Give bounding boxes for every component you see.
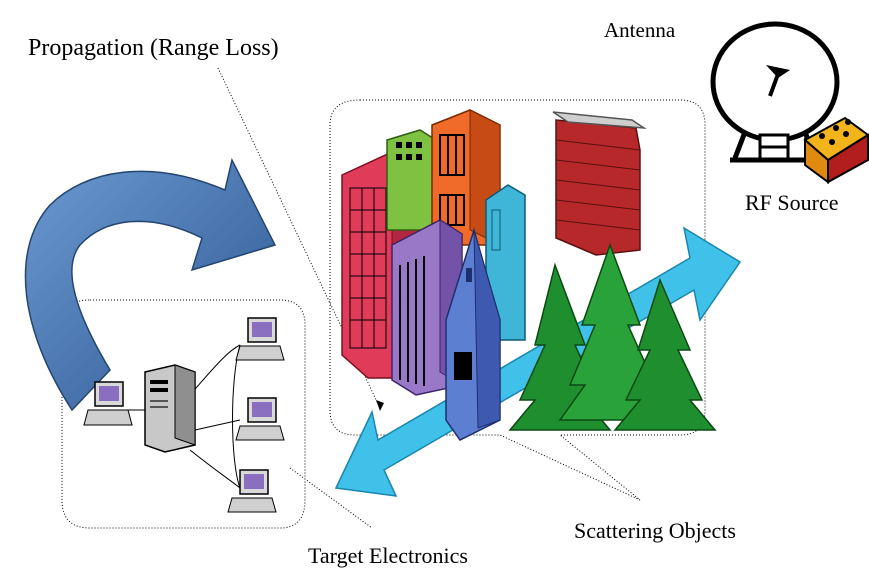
pine-trees (508, 242, 717, 431)
workstation-left (83, 381, 133, 426)
workstation-top (235, 317, 285, 361)
target-electronics-label: Target Electronics (308, 543, 468, 568)
target-callout-pointer (289, 467, 373, 529)
rf-source-box (803, 116, 869, 184)
scattering-objects-label: Scattering Objects (574, 518, 736, 543)
propagation-label: Propagation (Range Loss) (28, 35, 279, 61)
antenna-label: Antenna (604, 18, 676, 42)
green-building (386, 129, 437, 231)
scattering-callout-bubble (329, 99, 706, 501)
propagation-arrow (24, 157, 277, 412)
propagation-pointer-head (376, 400, 384, 411)
steeple-building (445, 227, 501, 441)
workstation-middle (235, 397, 285, 441)
server-tower (144, 364, 196, 453)
workstation-bottom (227, 469, 277, 513)
brick-wall (552, 111, 647, 256)
rf-source-label: RF Source (745, 190, 839, 215)
